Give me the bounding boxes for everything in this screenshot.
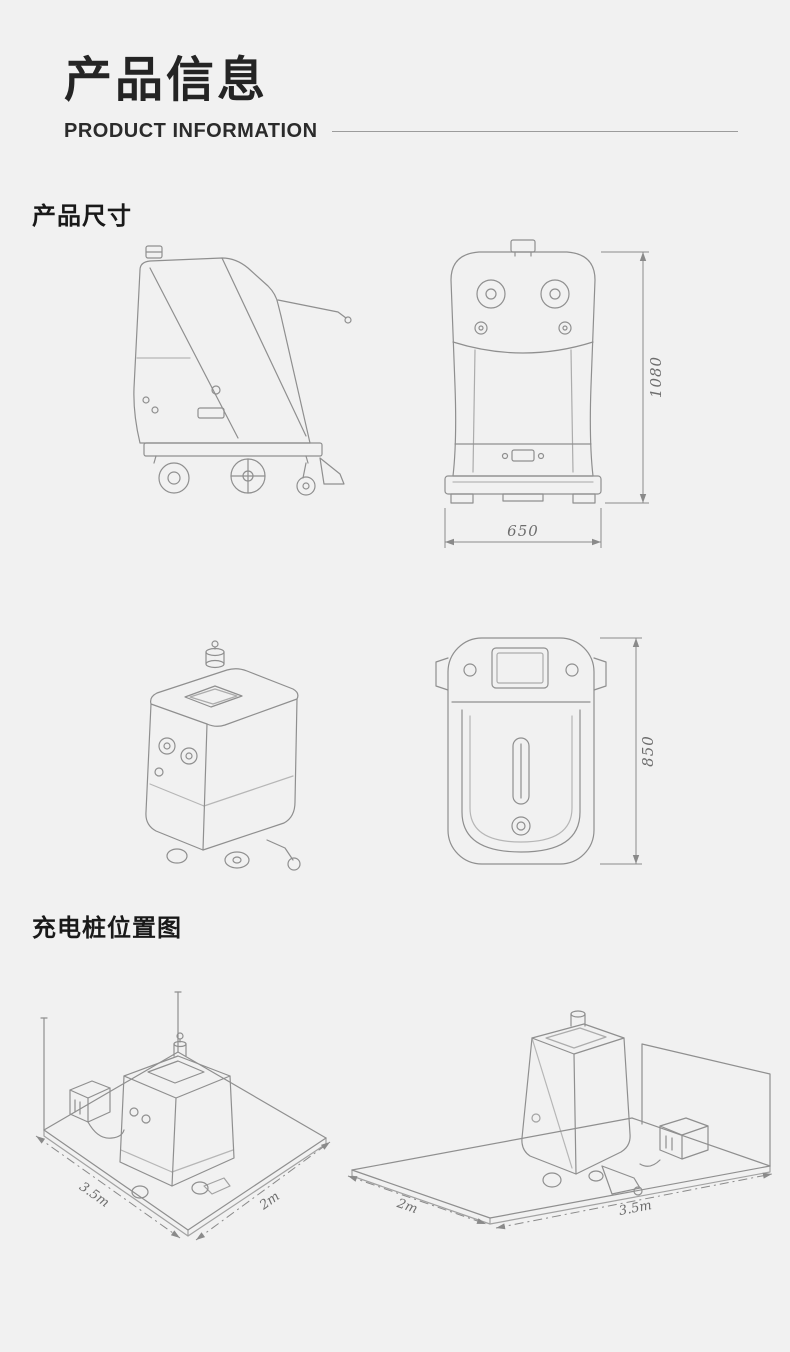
robot-front-view (444, 239, 602, 504)
charging-scene-right (351, 1010, 771, 1225)
dim-label-right-depth: 3.5m (618, 1198, 653, 1219)
front-view-drawing: 1080 650 (444, 239, 665, 548)
charging-scene-right-dimensions: 2m 3.5m (347, 1172, 773, 1230)
front-view-dimensions: 1080 650 (444, 251, 665, 548)
charging-scene-right-drawing: 2m 3.5m (347, 1010, 773, 1230)
dim-label-length: 850 (639, 735, 657, 767)
iso-view-drawing (145, 640, 301, 871)
charging-scene-left-drawing: 3.5m 2m (35, 991, 331, 1241)
page-subtitle: PRODUCT INFORMATION (64, 120, 318, 142)
robot-side-view (133, 245, 352, 496)
charging-scene-left (40, 991, 327, 1237)
page-subtitle-row: PRODUCT INFORMATION (64, 120, 738, 143)
top-view-drawing: 850 (435, 637, 657, 865)
robot-iso-view (145, 640, 301, 871)
side-view-drawing (133, 245, 352, 496)
section-heading-dimensions: 产品尺寸 (32, 203, 132, 230)
top-view-dimensions: 850 (600, 637, 657, 865)
divider-line (331, 131, 738, 132)
page-title: 产品信息 (64, 54, 269, 107)
dim-label-right-width: 2m (394, 1196, 419, 1217)
section-heading-charging: 充电桩位置图 (32, 915, 182, 942)
dim-label-width: 650 (507, 522, 539, 540)
dim-label-height: 1080 (647, 356, 665, 398)
dim-label-left-depth: 3.5m (76, 1180, 112, 1211)
robot-top-view (435, 637, 607, 865)
